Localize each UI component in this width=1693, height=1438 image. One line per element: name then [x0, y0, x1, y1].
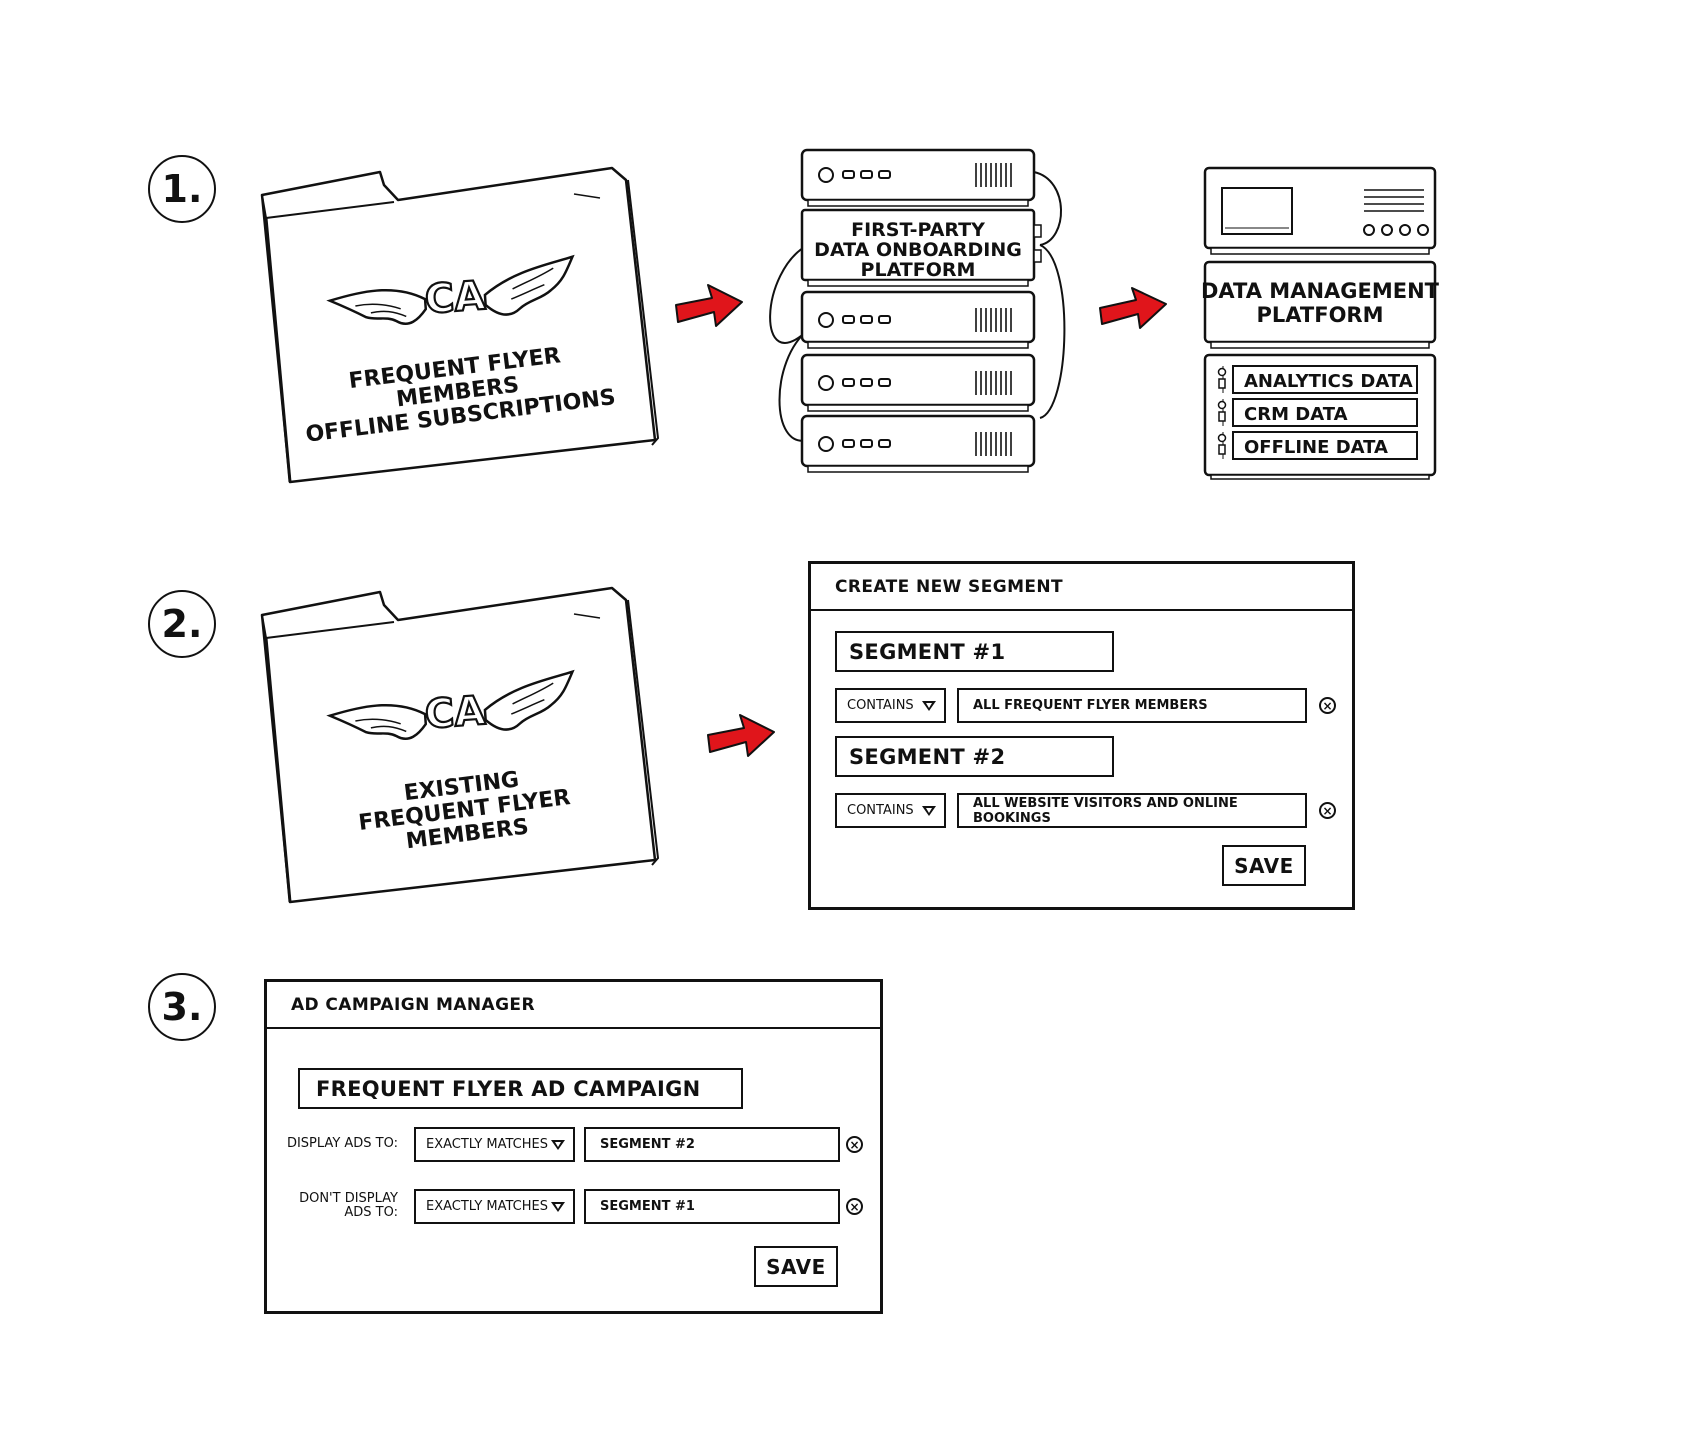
- panel-title: CREATE NEW SEGMENT: [811, 564, 1352, 611]
- segment-name: SEGMENT #1: [849, 639, 1006, 664]
- dropdown-triangle-icon: [922, 700, 936, 711]
- dmp-data-item: ANALYTICS DATA: [1244, 371, 1413, 392]
- dmp-data-item: OFFLINE DATA: [1244, 437, 1388, 458]
- red-arrow-icon: [1099, 287, 1167, 329]
- wings-logo-icon: CA: [326, 669, 575, 740]
- segment-name-field[interactable]: SEGMENT #1: [835, 631, 1114, 672]
- dropdown-triangle-icon: [922, 805, 936, 816]
- rule-label: DISPLAY ADS TO:: [277, 1137, 398, 1151]
- save-button[interactable]: SAVE: [1222, 845, 1306, 886]
- operator-value: CONTAINS: [847, 698, 914, 713]
- campaign-name-field[interactable]: FREQUENT FLYER AD CAMPAIGN: [298, 1068, 743, 1109]
- operator-value: EXACTLY MATCHES: [426, 1137, 548, 1152]
- clear-x-icon[interactable]: ×: [846, 1136, 863, 1153]
- onboarding-label-line: FIRST-PARTY: [851, 219, 985, 241]
- red-arrow-icon: [707, 714, 775, 757]
- rule-value-field[interactable]: SEGMENT #1: [584, 1189, 840, 1224]
- operator-value: CONTAINS: [847, 803, 914, 818]
- campaign-name: FREQUENT FLYER AD CAMPAIGN: [316, 1076, 701, 1101]
- step-number-1: 1.: [148, 155, 216, 223]
- segment-value-field[interactable]: ALL WEBSITE VISITORS AND ONLINE BOOKINGS: [957, 793, 1307, 828]
- dmp-data-item: CRM DATA: [1244, 404, 1348, 425]
- logo-text: CA: [423, 273, 486, 323]
- rule-value: SEGMENT #2: [600, 1137, 695, 1152]
- dropdown-triangle-icon: [551, 1139, 565, 1150]
- save-button[interactable]: SAVE: [754, 1246, 838, 1287]
- onboarding-label-line: DATA ONBOARDING: [814, 239, 1022, 261]
- clear-x-icon[interactable]: ×: [846, 1198, 863, 1215]
- rule-label: DON'T DISPLAY ADS TO:: [277, 1192, 398, 1220]
- folder-icon: [260, 586, 660, 904]
- wings-logo-icon: CA: [326, 254, 575, 325]
- red-arrow-icon: [675, 284, 743, 327]
- segment-name: SEGMENT #2: [849, 744, 1006, 769]
- panel-title: AD CAMPAIGN MANAGER: [267, 982, 880, 1029]
- save-button-label: SAVE: [1234, 853, 1294, 878]
- ad-campaign-panel: AD CAMPAIGN MANAGER FREQUENT FLYER AD CA…: [264, 979, 883, 1314]
- segment-value: ALL WEBSITE VISITORS AND ONLINE BOOKINGS: [973, 795, 1238, 826]
- step-number-3: 3.: [148, 973, 216, 1041]
- rule-label-line: DISPLAY ADS TO:: [286, 1136, 398, 1151]
- folder-icon: [260, 166, 660, 484]
- segment-value-field[interactable]: ALL FREQUENT FLYER MEMBERS: [957, 688, 1307, 723]
- dropdown-triangle-icon: [551, 1201, 565, 1212]
- save-button-label: SAVE: [766, 1254, 826, 1279]
- segment-name-field[interactable]: SEGMENT #2: [835, 736, 1114, 777]
- rule-value: SEGMENT #1: [600, 1199, 695, 1214]
- clear-x-icon[interactable]: ×: [1319, 697, 1336, 714]
- onboarding-label-line: PLATFORM: [861, 259, 976, 281]
- onboarding-label: FIRST-PARTY DATA ONBOARDING PLATFORM: [814, 219, 1022, 281]
- rule-value-field[interactable]: SEGMENT #2: [584, 1127, 840, 1162]
- data-management-platform: [1203, 166, 1437, 480]
- create-segment-panel: CREATE NEW SEGMENT SEGMENT #1 CONTAINS A…: [808, 561, 1355, 910]
- operator-select[interactable]: EXACTLY MATCHES: [414, 1127, 575, 1162]
- operator-value: EXACTLY MATCHES: [426, 1199, 548, 1214]
- operator-select[interactable]: CONTAINS: [835, 793, 946, 828]
- segment-value: ALL FREQUENT FLYER MEMBERS: [973, 698, 1208, 713]
- clear-x-icon[interactable]: ×: [1319, 802, 1336, 819]
- operator-select[interactable]: CONTAINS: [835, 688, 946, 723]
- operator-select[interactable]: EXACTLY MATCHES: [414, 1189, 575, 1224]
- step1-diagram: CA FREQUENT FLYER MEMBERS OFFLINE SUBSCR…: [260, 148, 1440, 484]
- logo-text: CA: [423, 688, 486, 738]
- server-stack-icon: [769, 148, 1066, 473]
- step-number-2: 2.: [148, 590, 216, 658]
- dmp-title-line: DATA MANAGEMENT: [1201, 279, 1440, 303]
- rule-label-line: DON'T DISPLAY: [299, 1191, 398, 1206]
- dmp-title-line: PLATFORM: [1257, 303, 1384, 327]
- rule-label-line: ADS TO:: [344, 1205, 398, 1220]
- step2-diagram: CA EXISTING FREQUENT FLYER MEMBERS: [260, 586, 775, 904]
